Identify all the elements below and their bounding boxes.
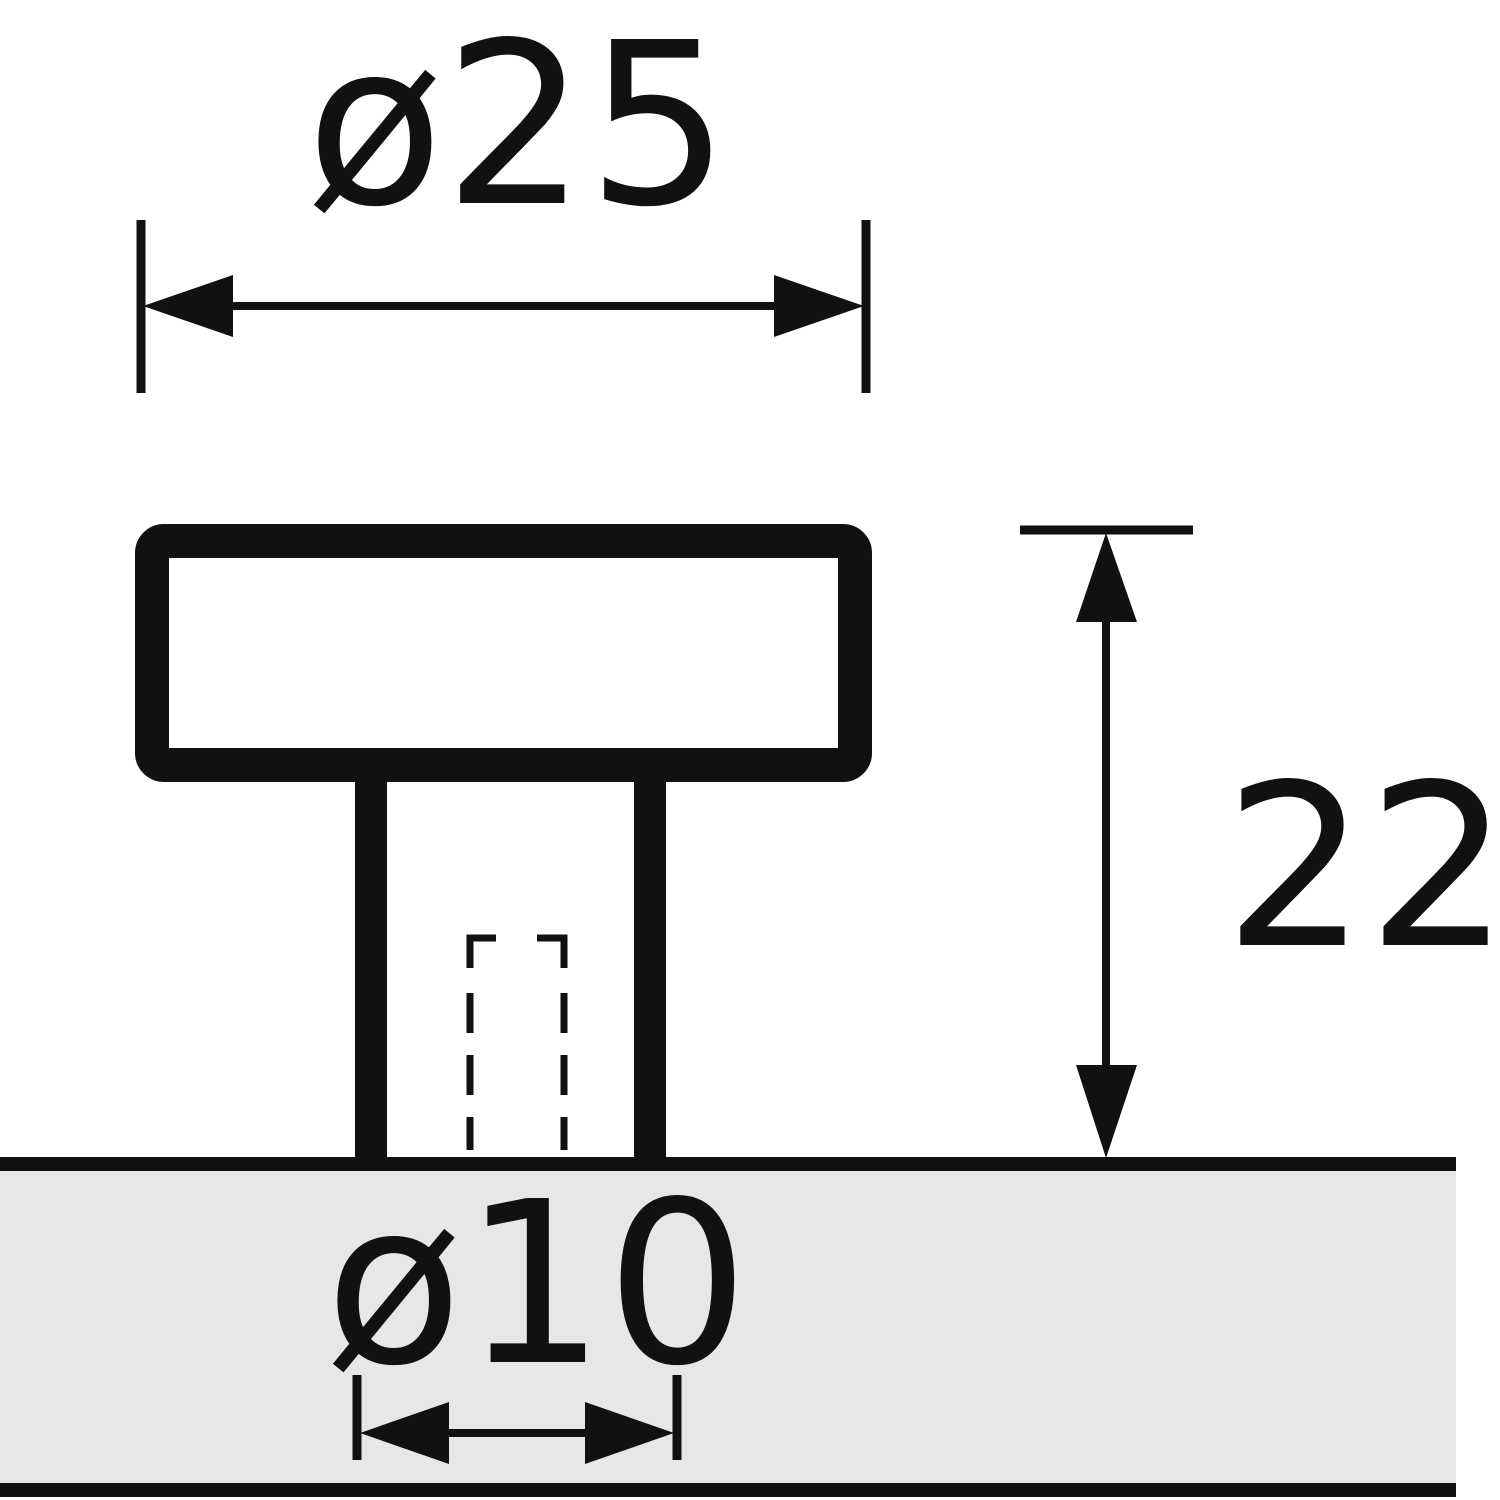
head-diameter-dimension — [136, 220, 871, 393]
hidden-thread-insert — [466, 934, 568, 1150]
arrowhead-up-icon — [1076, 533, 1137, 622]
mounting-surface — [0, 1164, 1456, 1490]
stem-diameter-dimension — [352, 1375, 682, 1464]
arrowhead-left-icon — [143, 275, 233, 337]
height-label: 22 — [1224, 737, 1500, 999]
arrowhead-right-icon — [774, 275, 864, 337]
stem-diameter-label: ø10 — [325, 1154, 749, 1416]
height-dimension — [1020, 525, 1193, 1158]
head-diameter-label: ø25 — [306, 0, 730, 257]
arrowhead-down-icon — [1076, 1065, 1137, 1158]
arrowhead-right-icon — [585, 1402, 674, 1464]
knob-head — [135, 524, 872, 782]
arrowhead-left-icon — [360, 1402, 449, 1464]
